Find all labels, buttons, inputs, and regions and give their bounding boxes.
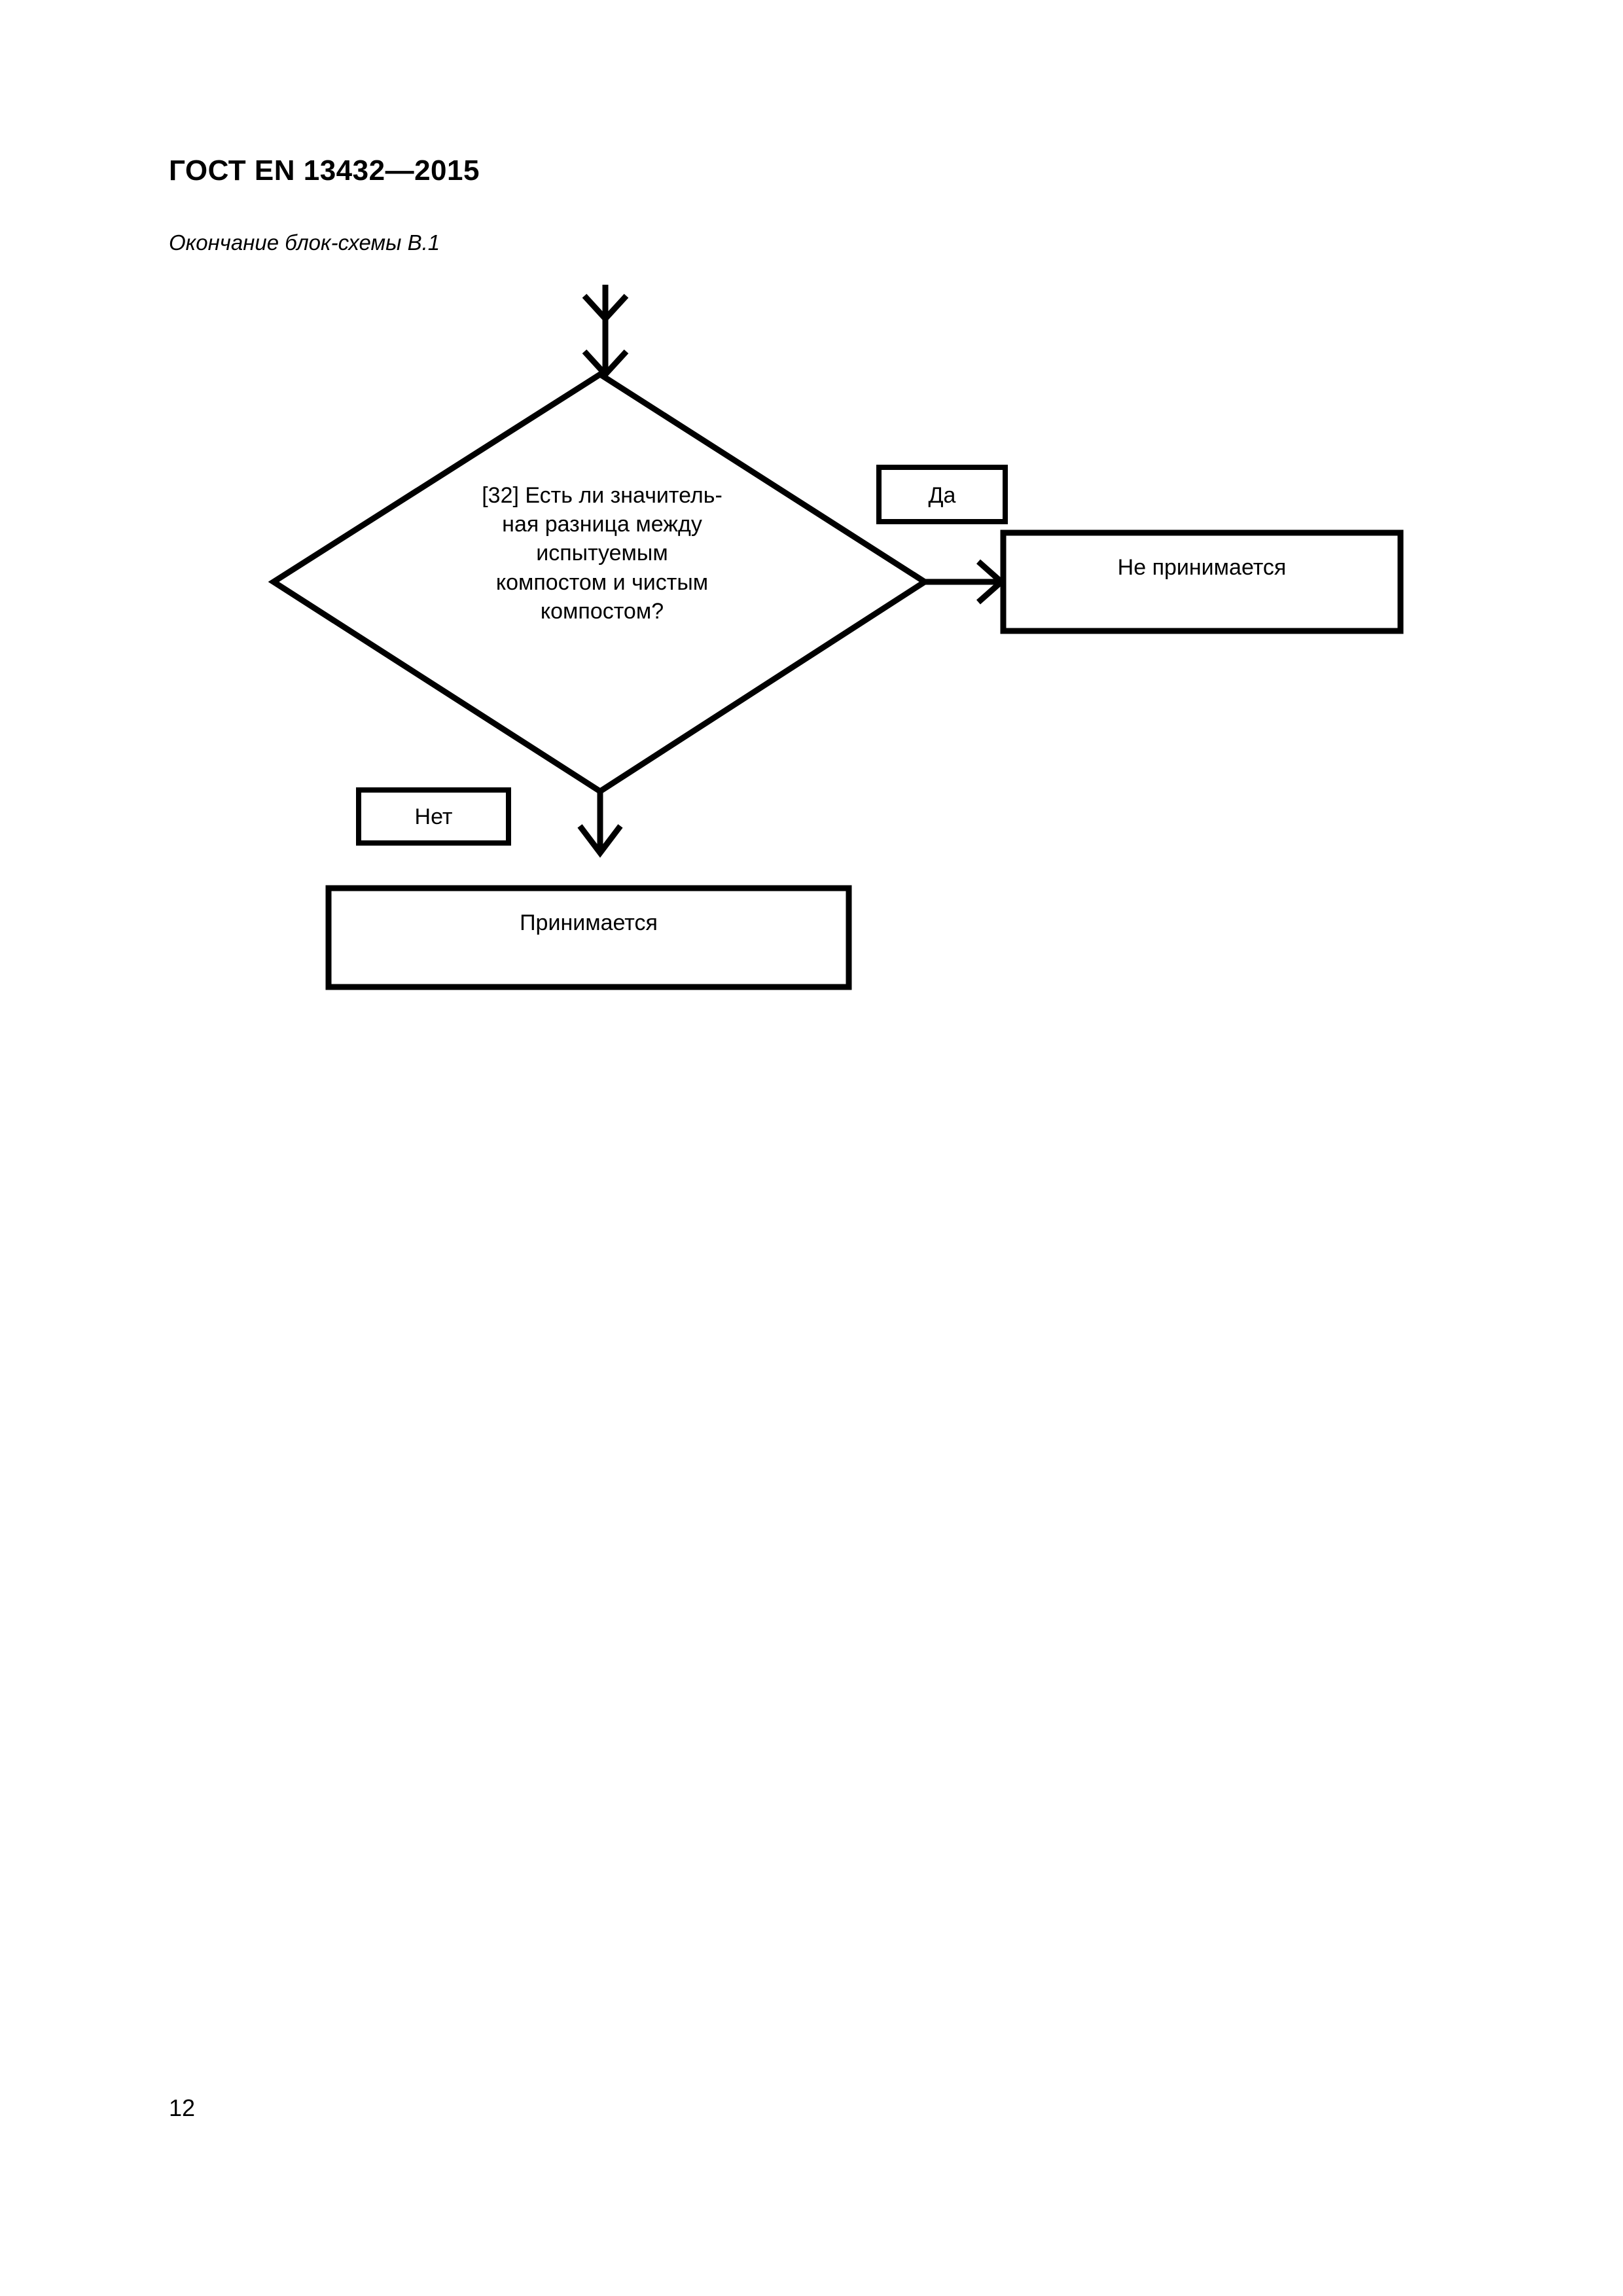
no-branch-arrow [577, 791, 623, 858]
yes-branch-arrow [925, 559, 1006, 605]
page-number: 12 [169, 2094, 196, 2121]
incoming-connector-arrow [582, 285, 629, 379]
decision-question-text: [32] Есть ли значитель- ная разница межд… [482, 483, 722, 624]
accept-outcome-label: Принимается [520, 910, 658, 935]
flowchart-diagram: [32] Есть ли значитель- ная разница межд… [0, 0, 1623, 1113]
reject-outcome-box [1000, 529, 1404, 634]
accept-outcome-box [325, 885, 852, 990]
document-header: ГОСТ EN 13432—2015 [169, 154, 480, 187]
yes-branch-label: Да [928, 483, 956, 508]
no-branch-label: Нет [414, 804, 453, 829]
no-label-box [356, 787, 511, 846]
yes-label-box [876, 465, 1008, 524]
figure-caption: Окончание блок-схемы В.1 [169, 230, 440, 255]
reject-outcome-label: Не принимается [1117, 555, 1287, 580]
flowchart-canvas [268, 285, 1404, 990]
